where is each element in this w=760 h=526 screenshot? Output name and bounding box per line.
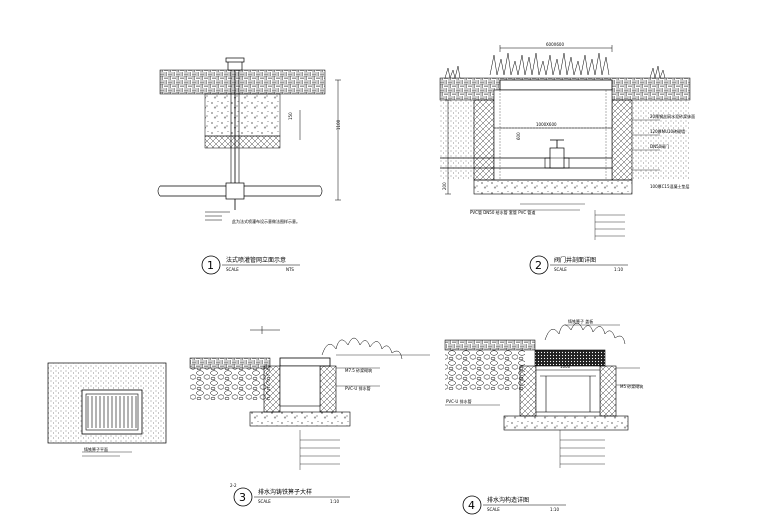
dim-base: 200 — [442, 182, 447, 190]
drawing-3-number-circle — [233, 487, 253, 507]
dim-inner: 1000X600 — [536, 122, 557, 127]
drawing-1-title: 法式喷灌管网立面示意 — [226, 256, 286, 264]
drawing-4-number: 4 — [468, 499, 475, 512]
drawing-2: 600X600 1000X600 600 200 20厚钢丝网水泥砂浆抹面 12… — [439, 42, 695, 275]
callout-4: 100厚C15混凝土垫层 — [650, 183, 690, 189]
drawing-4-number-circle — [462, 495, 482, 515]
drawing-3-left-note: 铸铁箅子平面 — [84, 446, 108, 452]
dim-depth: 150 — [288, 112, 293, 120]
drawing-3-section-label: 2-2 — [230, 483, 237, 488]
drawing-4-callout-2: M5 砂浆砌筑 — [620, 383, 643, 389]
drawing-2-scale: 1:10 — [614, 267, 623, 272]
drawing-2-scale-label: SCALE — [554, 267, 567, 272]
drawing-1-scale: NTS — [286, 267, 294, 272]
drawing-3: 铸铁箅子平面 M7.5 砂浆砌筑 PVC-U 排水管 3 2-2 排水沟铸铁箅子… — [47, 326, 430, 507]
drawing-3-scale-label: SCALE — [258, 499, 271, 504]
drawing-3-callout-1: M7.5 砂浆砌筑 — [345, 367, 372, 373]
callout-1: 20厚钢丝网水泥砂浆抹面 — [650, 113, 695, 119]
drawing-4-callout-3: PVC-U 排水管 — [446, 398, 472, 404]
drawing-3-number: 3 — [239, 491, 246, 504]
drawing-2-number: 2 — [535, 259, 542, 272]
drawing-2-title: 阀门井剖面详图 — [554, 256, 596, 264]
drawing-1-scale-label: SCALE — [226, 267, 239, 272]
dim-top: 600X600 — [546, 42, 564, 47]
callout-3: DN50阀门 — [650, 143, 669, 149]
drawing-3-scale: 1:10 — [330, 499, 339, 504]
dim-wall: 600 — [516, 132, 521, 140]
drawing-2-left-note: PVC管 DN50 给水管 套管 PVC 管道 — [470, 209, 535, 215]
drawing-4-scale: 1:10 — [550, 507, 559, 512]
dim-height: 1100 — [336, 119, 341, 130]
drawing-1-number: 1 — [207, 259, 214, 272]
drawing-1: 1100 150 此为法式喷灌布设示意做法图样示意。 1 法式喷灌管网立面示意 … — [157, 57, 341, 275]
drawing-3-title: 排水沟铸铁箅子大样 — [258, 488, 312, 496]
drawing-1-note: 此为法式喷灌布设示意做法图样示意。 — [232, 218, 300, 224]
drawing-4-callout-1: 铸铁箅子 盖板 — [568, 318, 593, 324]
drawing-4-title: 排水沟构造详图 — [487, 496, 529, 504]
callout-2: 120厚MU10砖砌墙 — [650, 128, 685, 134]
drawing-4-dim: 1000 — [560, 364, 571, 369]
drawing-4: 1000 铸铁箅子 盖板 M5 砂浆砌筑 PVC-U 排水管 4 排水沟构造详图… — [444, 318, 643, 515]
drawing-3-callout-2: PVC-U 排水管 — [345, 385, 371, 391]
drawing-1-number-circle — [201, 255, 221, 275]
drawing-2-number-circle — [529, 255, 549, 275]
drawing-4-scale-label: SCALE — [487, 507, 500, 512]
